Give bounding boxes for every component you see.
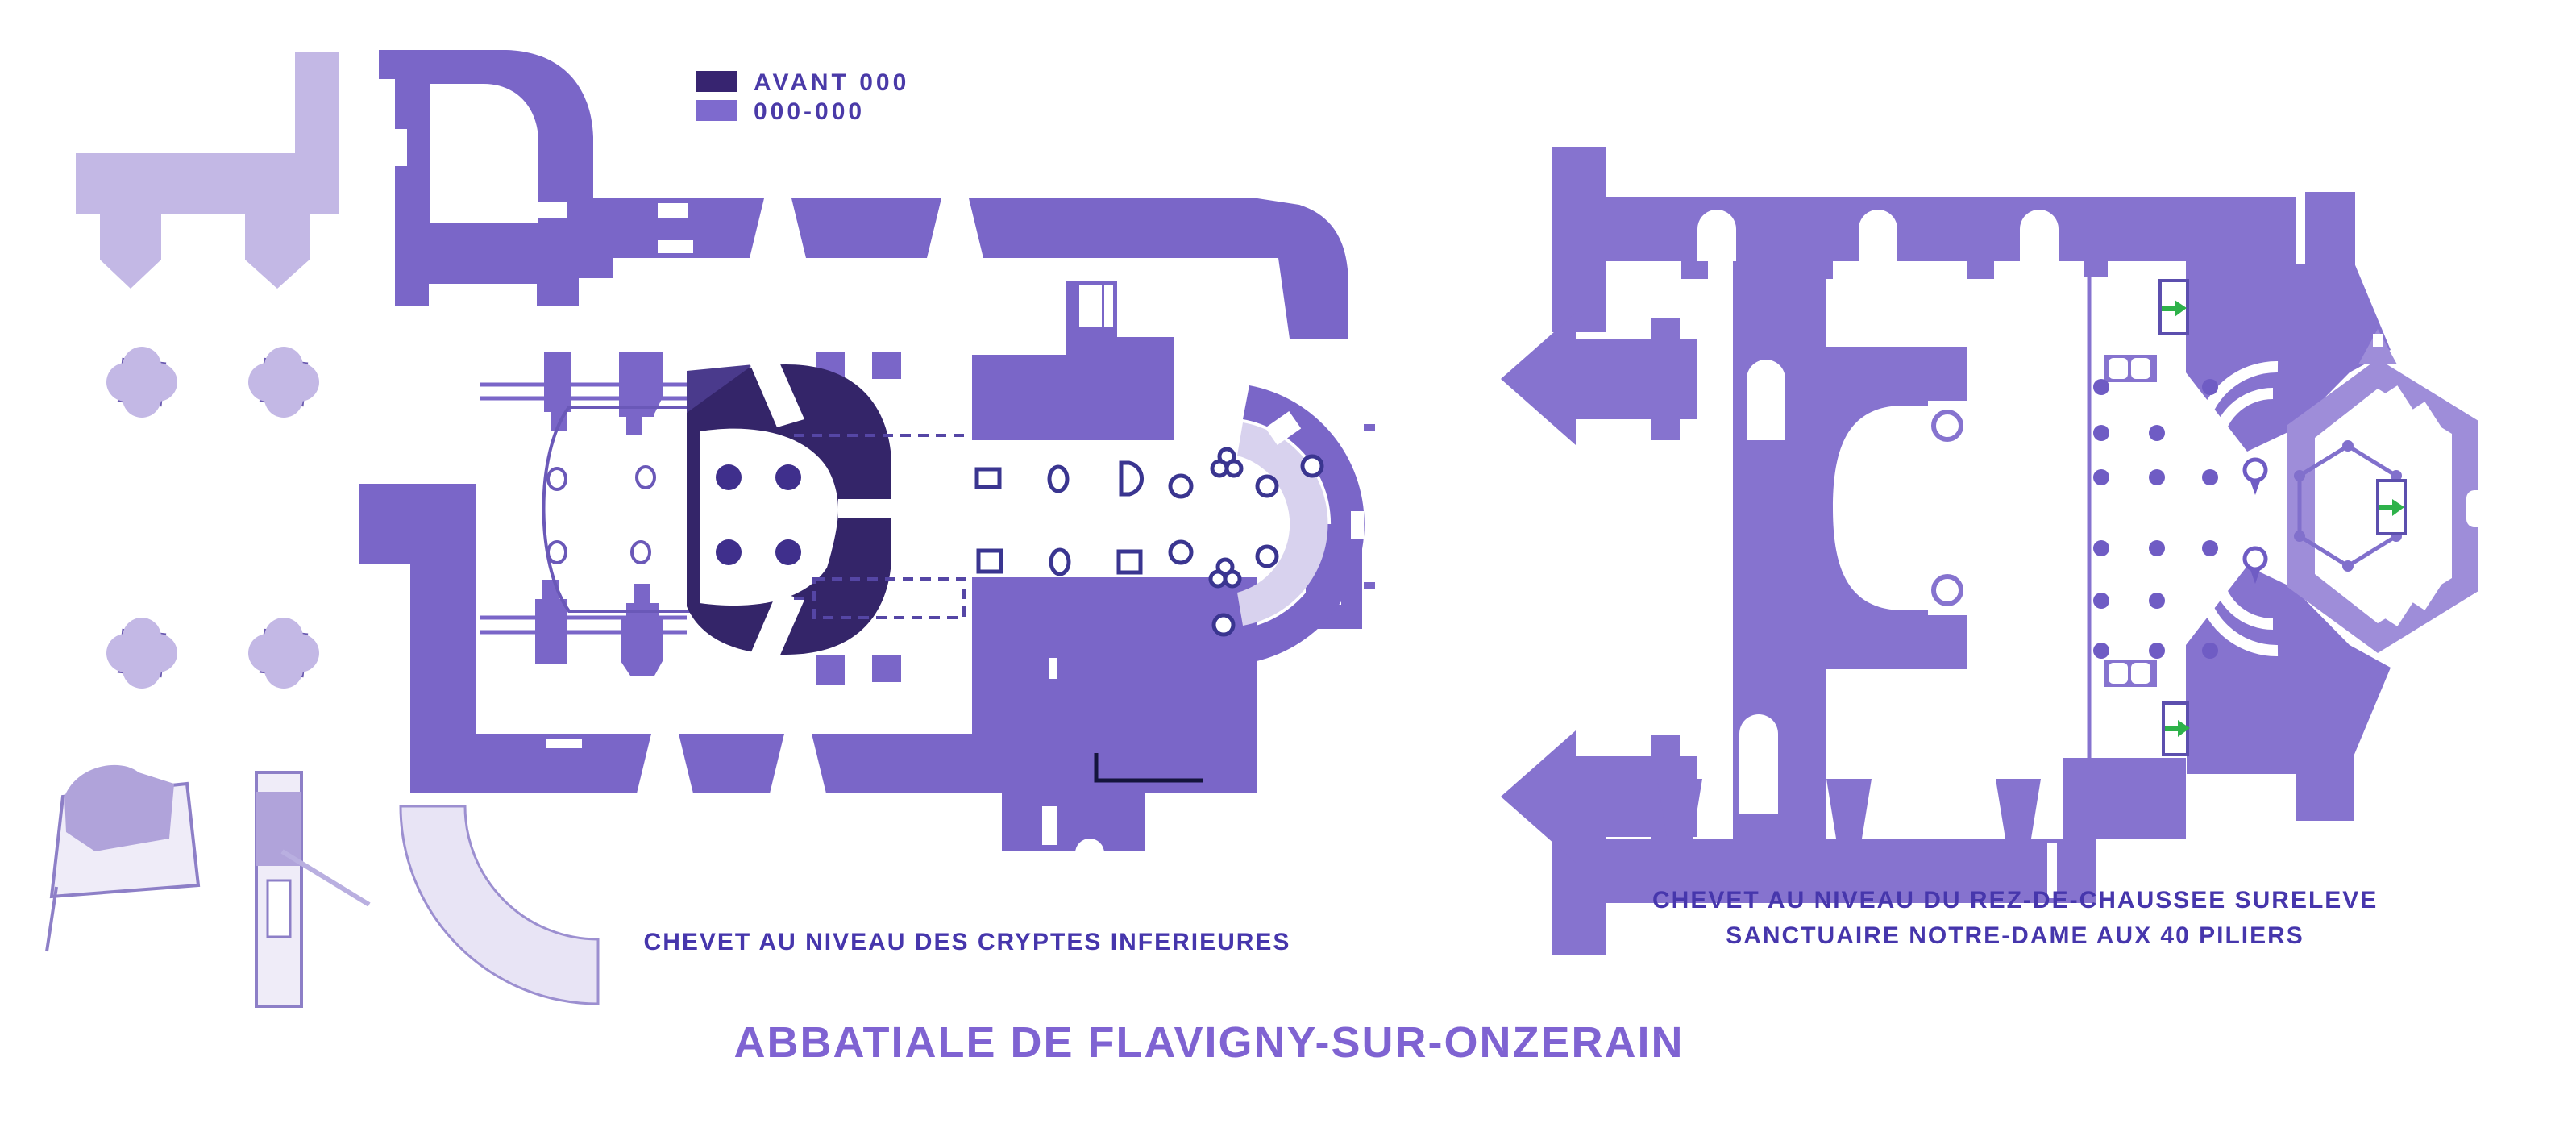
crypt-plan-west-ruins: [45, 52, 600, 1008]
clover-column: [1208, 557, 1242, 589]
page-title: ABBATIALE DE FLAVIGNY-SUR-ONZERAIN: [733, 1018, 1685, 1067]
left-plan-caption: CHEVET AU NIVEAU DES CRYPTES INFERIEURES: [643, 929, 1291, 955]
green-arrow-icon: [2165, 720, 2190, 737]
right-plan-caption-line2: SANCTUAIRE NOTRE-DAME AUX 40 PILIERS: [1726, 922, 2304, 949]
horseshoe-wall: [1733, 347, 1967, 669]
horseshoe-ring-columns: [1931, 266, 2092, 887]
clover-column: [1210, 447, 1244, 478]
choir-column-outlines: [974, 447, 1324, 637]
legend-swatch-avant: [696, 71, 737, 92]
legend-label-avant: AVANT 000: [754, 69, 910, 96]
early-crypt-dark-walls: [687, 353, 891, 666]
legend-swatch-period: [696, 100, 737, 121]
forty-pillars-grid: [2093, 379, 2218, 659]
quatrefoil-pier: [106, 347, 177, 418]
quatrefoil-pier: [248, 618, 319, 689]
north-arrow-chapel: [1501, 313, 1697, 445]
keyhole-piers: [2242, 457, 2268, 584]
quatrefoil-pier: [106, 618, 177, 689]
ghost-curved-gallery: [399, 805, 600, 1005]
right-plan-caption-line1: CHEVET AU NIVEAU DU REZ-DE-CHAUSSEE SURE…: [1652, 887, 2379, 914]
crypt-plan-wall-openings: [367, 129, 1341, 868]
door-markers: [2158, 279, 2407, 756]
green-arrow-icon: [2162, 300, 2187, 317]
legend-swatches: [696, 71, 737, 121]
reference-line: [1094, 753, 1203, 783]
legend-label-period: 000-000: [754, 98, 866, 125]
crypt-columns: [716, 464, 801, 565]
shoulder-arcs: [2195, 360, 2279, 657]
dashed-lines: [794, 434, 971, 619]
inner-hexagon-columns: [2294, 440, 2402, 572]
green-arrow-icon: [2379, 499, 2404, 516]
west-crypt-chamber: [542, 406, 692, 613]
north-tower-hook: [379, 50, 593, 223]
quatrefoil-pier: [248, 347, 319, 418]
